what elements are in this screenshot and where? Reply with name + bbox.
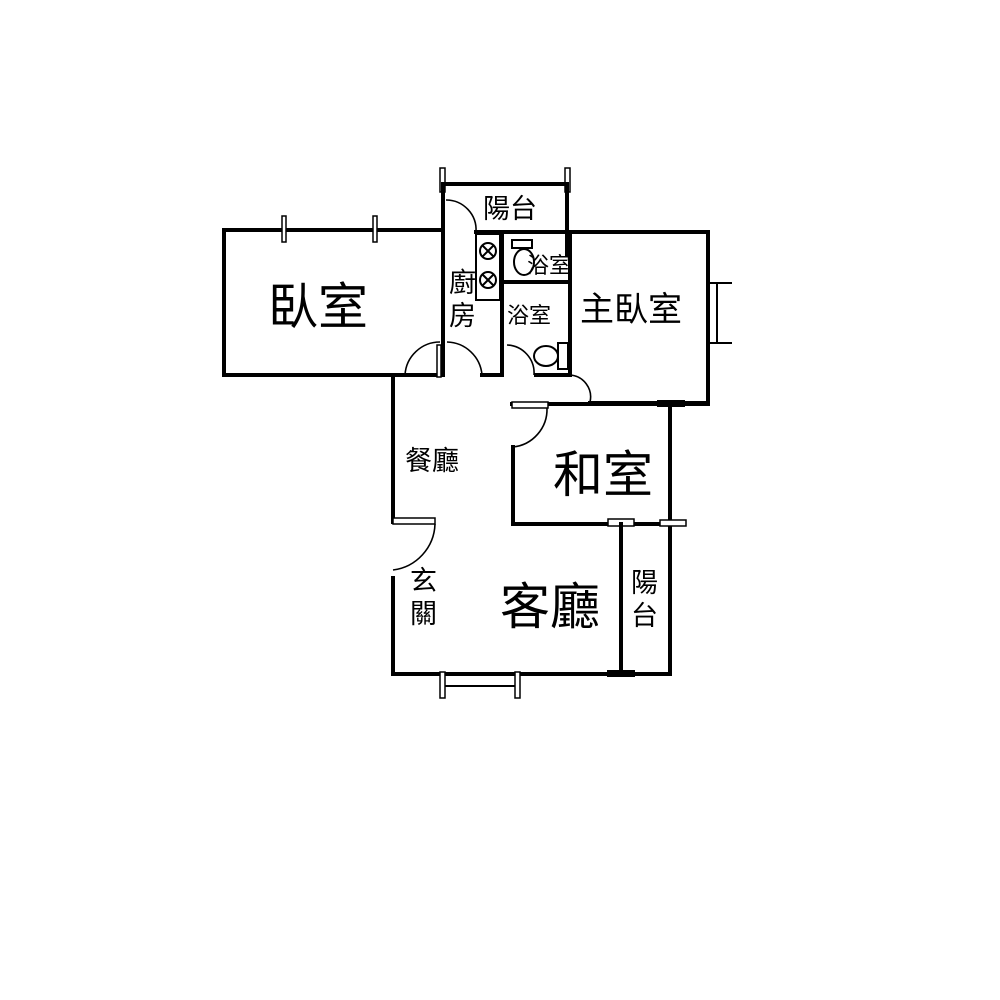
- toilet-icon: [533, 345, 559, 367]
- stove-counter: [475, 233, 501, 301]
- door-jamb: [436, 344, 442, 378]
- door-swing: [445, 199, 477, 233]
- toilet-icon: [513, 248, 535, 276]
- window-mark: [439, 671, 446, 699]
- kitchen-walls: [401, 182, 504, 378]
- door-swing: [506, 344, 535, 376]
- window-mark: [281, 215, 287, 243]
- room-label-balcony-right: 陽台: [626, 568, 657, 634]
- bathroom-walls: [500, 230, 592, 403]
- room-label-entrance: 玄關: [405, 566, 436, 632]
- room-label-bath: 浴室: [507, 304, 552, 329]
- door-swing: [512, 407, 548, 448]
- main-living-walls: [391, 373, 672, 699]
- room-label-living: 客廳: [500, 578, 600, 636]
- room-label-bedroom: 臥室: [268, 278, 368, 336]
- toilet-tank: [557, 342, 569, 370]
- room-label-master-bedroom: 主臥室: [580, 290, 682, 330]
- room-label-japanese-room: 和室: [553, 446, 653, 504]
- stove-burner-icon: [479, 271, 497, 289]
- door-swing: [569, 374, 592, 403]
- door-jamb: [392, 517, 436, 525]
- room-label-dining: 餐廳: [405, 446, 459, 477]
- door-jamb: [659, 519, 687, 527]
- door-swing: [392, 523, 436, 571]
- window-mark: [514, 671, 521, 699]
- door-jamb: [511, 401, 549, 409]
- room-label-balcony-top: 陽台: [483, 194, 537, 225]
- door-swing: [446, 341, 483, 376]
- toilet-tank: [511, 239, 533, 249]
- room-label-bath-small: 浴室: [527, 254, 572, 279]
- room-label-kitchen: 廚房: [444, 268, 475, 334]
- window-mark: [372, 215, 378, 243]
- right-balcony-walls: [607, 522, 635, 677]
- bedroom-walls: [222, 215, 445, 377]
- stove-burner-icon: [479, 242, 497, 260]
- wall-pillar: [607, 670, 635, 677]
- japanese-room-walls: [510, 401, 710, 676]
- top-balcony-walls: [439, 167, 710, 257]
- door-swing: [404, 341, 441, 376]
